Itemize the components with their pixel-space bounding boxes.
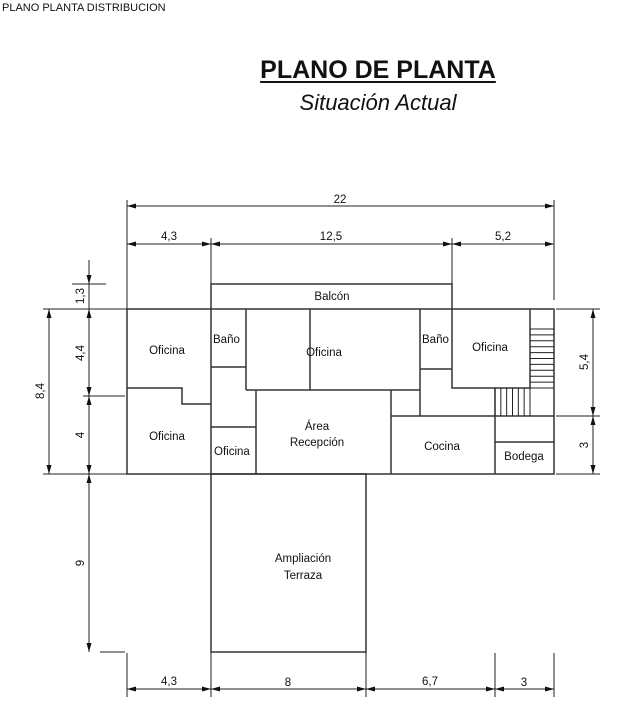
arrowhead [46,465,52,474]
arrowhead [127,203,136,209]
dim-label: 4 [75,431,87,438]
arrowhead [202,241,211,247]
dim-label: 12,5 [320,231,342,243]
room-oficina: Oficina [306,347,342,359]
wall [451,309,531,389]
dim-label: 3 [521,677,527,689]
arrowhead [452,241,461,247]
arrowhead [127,686,136,692]
arrowhead [545,241,554,247]
dim-label: 8 [285,677,291,689]
room-bano: Baño [213,334,240,346]
room-oficina: Oficina [472,342,508,354]
room-oficina: Oficina [149,431,185,443]
room-labels: Balcón Oficina Oficina Baño Oficina Baño… [149,291,544,582]
dimension-lines [43,200,600,697]
arrowhead [86,465,92,474]
stairs [494,328,554,416]
dim-label: 6,7 [422,676,438,688]
plan-title: PLANO DE PLANTA [0,56,632,85]
arrowhead [590,465,596,474]
room-balcon: Balcón [314,291,349,303]
room-bodega: Bodega [504,451,544,463]
room-terraza: Ampliación [275,553,331,565]
room-cocina: Cocina [424,441,460,453]
arrowhead [590,416,596,425]
room-recepcion: Recepción [290,437,344,449]
dimension-labels: 22 4,3 12,5 5,2 8,4 1,3 4,4 4 9 5,4 3 4,… [35,194,591,689]
arrowhead [545,203,554,209]
dim-label: 5,4 [579,353,591,370]
arrowhead [545,686,554,692]
arrowhead [86,387,92,396]
room-terraza: Terraza [284,570,323,582]
document-title: PLANO PLANTA DISTRIBUCION [2,2,166,14]
arrowhead [86,396,92,405]
plan-subtitle: Situación Actual [299,90,457,115]
arrowhead [46,309,52,318]
arrowhead [590,407,596,416]
arrowhead [127,241,136,247]
arrowhead [211,241,220,247]
arrowhead [86,309,92,318]
arrowhead [357,686,366,692]
building-outline [126,308,555,475]
dim-label: 5,2 [495,231,511,243]
plan-title-text: PLANO DE PLANTA [260,56,496,84]
dim-label: 4,3 [161,231,177,243]
dim-label: 1,3 [75,288,87,304]
terrace-outline [210,473,367,653]
balcony-outline [210,283,453,309]
dim-label: 8,4 [35,382,47,399]
dim-label: 22 [334,194,347,206]
arrowhead [443,241,452,247]
dim-label: 4,4 [75,344,87,361]
arrowhead [590,309,596,318]
arrowhead [366,686,375,692]
arrowhead [86,474,92,483]
arrowhead [86,275,92,284]
dim-label: 9 [75,560,87,566]
room-oficina: Oficina [214,446,250,458]
arrowhead [86,643,92,652]
room-recepcion: Área [305,420,330,433]
dim-label: 4,3 [161,676,177,688]
arrowhead [202,686,211,692]
room-oficina: Oficina [149,345,185,357]
arrowhead [486,686,495,692]
room-bano: Baño [422,334,449,346]
dim-label: 3 [579,442,591,448]
arrowhead [495,686,504,692]
arrowhead [211,686,220,692]
wall [127,387,211,405]
walls [126,283,555,653]
